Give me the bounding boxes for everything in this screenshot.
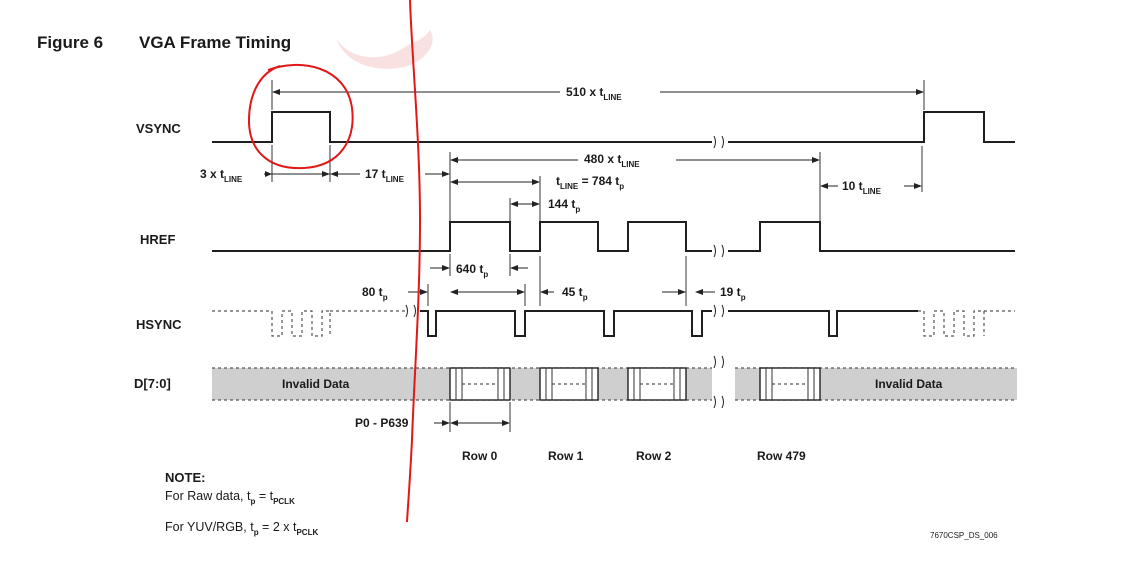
hsync-waveform [420,310,712,337]
hsync-dashed-right [918,310,1015,337]
red-circle-annotation [247,63,354,170]
invalid-data-left: Invalid Data [282,377,350,391]
signal-data-bus: D[7:0] [134,376,171,391]
hsync-dashed-left [212,310,405,337]
vsync-waveform-end [728,111,1015,143]
href-break-mark [713,244,724,258]
signal-hsync: HSYNC [136,317,182,332]
href-low-label: 144 tp [548,197,580,214]
hsync-break-mark-mid [713,304,724,318]
pixel-block-row-1 [539,367,599,401]
signal-href: HREF [140,232,175,247]
pixel-block-row-0 [449,367,511,401]
hsync-offset-label: 80 tp [362,285,388,302]
post-lines-label: 10 tLINE [842,179,882,196]
pixel-block-row-479 [759,367,821,401]
href-waveform [212,221,712,252]
row-label-2: Row 2 [636,449,672,463]
invalid-data-right: Invalid Data [875,377,943,391]
hsync-pulse-label: 45 tp [562,285,588,302]
data-break-mark-bottom [713,395,724,409]
data-break-mark-top [713,355,724,369]
frame-period-label: 510 x tLINE [566,85,622,102]
vsync-width-label: 3 x tLINE [200,167,243,184]
pixel-block-row-2 [627,367,687,401]
vsync-break-mark [713,135,724,149]
active-lines-label: 480 x tLINE [584,152,640,169]
red-smudge [336,30,433,69]
signal-vsync: VSYNC [136,121,181,136]
document-id: 7670CSP_DS_006 [930,531,998,540]
figure-title: VGA Frame Timing [139,33,291,52]
hsync-waveform-end [728,310,918,337]
hsync-tail-label: 19 tp [720,285,746,302]
row-label-1: Row 1 [548,449,584,463]
vsync-waveform [212,111,712,143]
row-label-0: Row 0 [462,449,498,463]
href-waveform-end [728,221,1015,252]
row-label-479: Row 479 [757,449,806,463]
note-heading: NOTE: [165,470,205,485]
line-period-label: tLINE = 784 tp [556,174,624,191]
pixel-range-label: P0 - P639 [355,416,409,430]
note-yuv-rgb: For YUV/RGB, tp = 2 x tPCLK [165,520,318,537]
hsync-break-mark-left [405,304,416,318]
red-vertical-line-annotation [406,0,422,523]
vsync-to-href-label: 17 tLINE [365,167,405,184]
href-high-label: 640 tp [456,262,488,279]
figure-label: Figure 6 [37,33,103,52]
note-raw-data: For Raw data, tp = tPCLK [165,489,295,506]
